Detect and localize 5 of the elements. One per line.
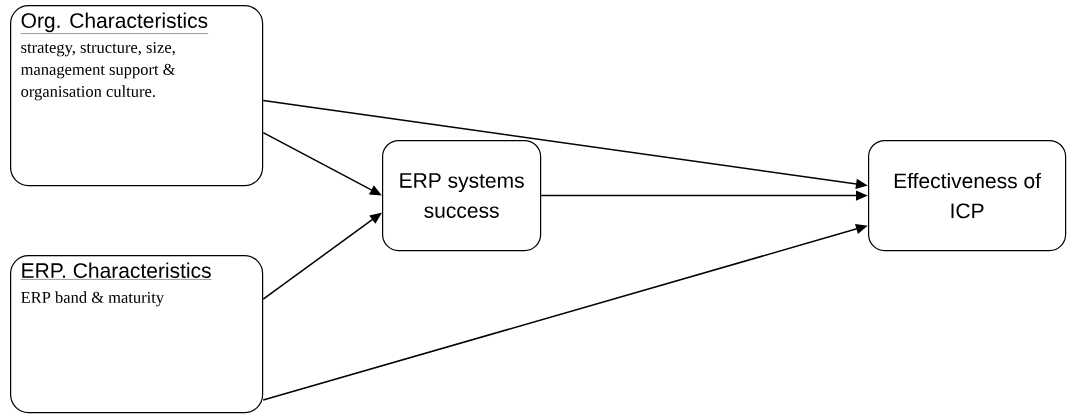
characteristics-box: Org. Characteristics strategy, structure, size, management support & organisation culture. <box>10 5 264 187</box>
arrow <box>262 131 382 196</box>
characteristics-box: ERP. Characteristics ERP band & maturity <box>10 255 264 414</box>
process-box: ERP systems success <box>382 140 542 252</box>
process-box: Effectiveness of ICP <box>868 140 1067 252</box>
